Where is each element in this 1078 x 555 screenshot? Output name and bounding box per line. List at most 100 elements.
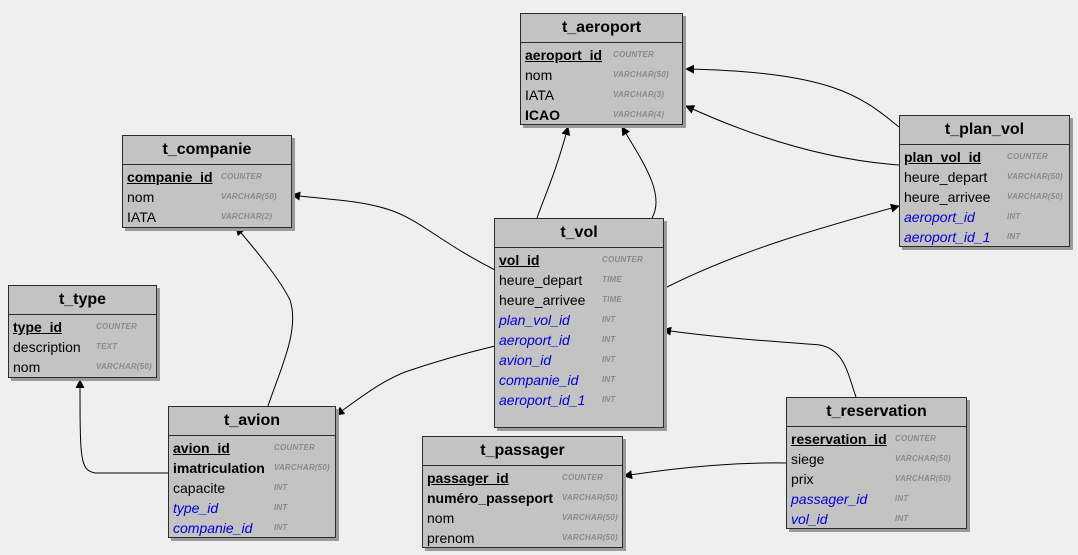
field-type: COUNTER <box>221 172 262 181</box>
field-type: VARCHAR(50) <box>221 192 277 201</box>
field-type: INT <box>1007 212 1021 221</box>
field-name: nom <box>127 189 155 205</box>
field-row: ICAO VARCHAR(4) <box>521 105 682 125</box>
field-name: capacite <box>173 480 226 496</box>
field-type: VARCHAR(50) <box>1007 192 1063 201</box>
field-type: VARCHAR(50) <box>562 533 618 542</box>
link-reservation-vol <box>662 326 857 398</box>
field-type: COUNTER <box>562 473 603 482</box>
field-type: INT <box>274 523 288 532</box>
field-type: COUNTER <box>895 434 936 443</box>
field-type: VARCHAR(4) <box>613 110 665 119</box>
field-name: companie_id <box>499 372 579 388</box>
field-type: INT <box>274 503 288 512</box>
field-row: prenom VARCHAR(50) <box>423 528 622 548</box>
field-name: heure_arrivee <box>904 189 991 205</box>
field-row: passager_id INT <box>787 489 966 509</box>
field-name: aeroport_id <box>904 209 975 225</box>
field-name: aeroport_id <box>499 332 570 348</box>
field-row: passager_id COUNTER <box>423 468 622 488</box>
field-name: heure_arrivee <box>499 292 586 308</box>
field-row: aeroport_id_1 INT <box>495 390 663 410</box>
table-title: t_passager <box>423 437 622 466</box>
field-name: numéro_passeport <box>427 490 554 506</box>
field-type: VARCHAR(50) <box>613 70 669 79</box>
table-title: t_aeroport <box>521 14 682 43</box>
field-name: type_id <box>173 500 219 516</box>
field-name: vol_id <box>791 511 828 527</box>
field-type: INT <box>602 355 616 364</box>
field-name: type_id <box>13 319 63 335</box>
table-title: t_vol <box>495 219 663 248</box>
table-t-passager[interactable]: t_passager passager_id COUNTER numéro_pas… <box>422 436 623 548</box>
field-name: aeroport_id <box>525 47 603 63</box>
field-type: VARCHAR(50) <box>96 362 152 371</box>
field-row: capacite INT <box>169 478 335 498</box>
field-type: VARCHAR(50) <box>274 463 330 472</box>
field-name: IATA <box>525 87 555 103</box>
field-name: ICAO <box>525 107 560 123</box>
field-type: COUNTER <box>613 50 654 59</box>
field-type: VARCHAR(50) <box>895 474 951 483</box>
field-row: aeroport_id COUNTER <box>521 45 682 65</box>
field-name: aeroport_id_1 <box>904 229 991 245</box>
field-name: nom <box>13 359 41 375</box>
field-row: siege VARCHAR(50) <box>787 449 966 469</box>
field-name: companie_id <box>173 520 253 536</box>
field-type: INT <box>895 494 909 503</box>
field-type: VARCHAR(3) <box>613 90 665 99</box>
field-name: nom <box>427 510 455 526</box>
field-row: IATA VARCHAR(3) <box>521 85 682 105</box>
field-row: companie_id INT <box>169 518 335 538</box>
table-title: t_plan_vol <box>900 116 1069 145</box>
field-type: VARCHAR(50) <box>1007 172 1063 181</box>
field-row: nom VARCHAR(50) <box>9 357 156 377</box>
field-name: siege <box>791 451 825 467</box>
field-row: heure_arrivee VARCHAR(50) <box>900 187 1069 207</box>
field-type: VARCHAR(50) <box>562 513 618 522</box>
field-name: IATA <box>127 209 157 225</box>
field-row: nom VARCHAR(50) <box>123 187 291 207</box>
link-vol-planvol <box>662 203 900 290</box>
field-row: description TEXT <box>9 337 156 357</box>
field-row: nom VARCHAR(50) <box>423 508 622 528</box>
field-name: plan_vol_id <box>904 149 982 165</box>
field-name: prenom <box>427 530 475 546</box>
link-planvol-aeroport-1 <box>685 64 900 128</box>
field-name: vol_id <box>499 252 540 268</box>
field-type: VARCHAR(50) <box>895 454 951 463</box>
field-type: COUNTER <box>602 255 643 264</box>
table-title: t_reservation <box>787 398 966 427</box>
field-type: INT <box>1007 232 1021 241</box>
field-type: VARCHAR(2) <box>221 212 273 221</box>
field-name: passager_id <box>427 470 509 486</box>
field-type: INT <box>274 483 288 492</box>
field-type: TIME <box>602 295 622 304</box>
field-type: INT <box>602 395 616 404</box>
field-name: passager_id <box>791 491 868 507</box>
field-row: type_id INT <box>169 498 335 518</box>
field-row: vol_id COUNTER <box>495 250 663 270</box>
field-row: heure_arrivee TIME <box>495 290 663 310</box>
field-name: description <box>13 339 81 355</box>
field-type: TEXT <box>96 342 118 351</box>
field-name: aeroport_id_1 <box>499 392 586 408</box>
